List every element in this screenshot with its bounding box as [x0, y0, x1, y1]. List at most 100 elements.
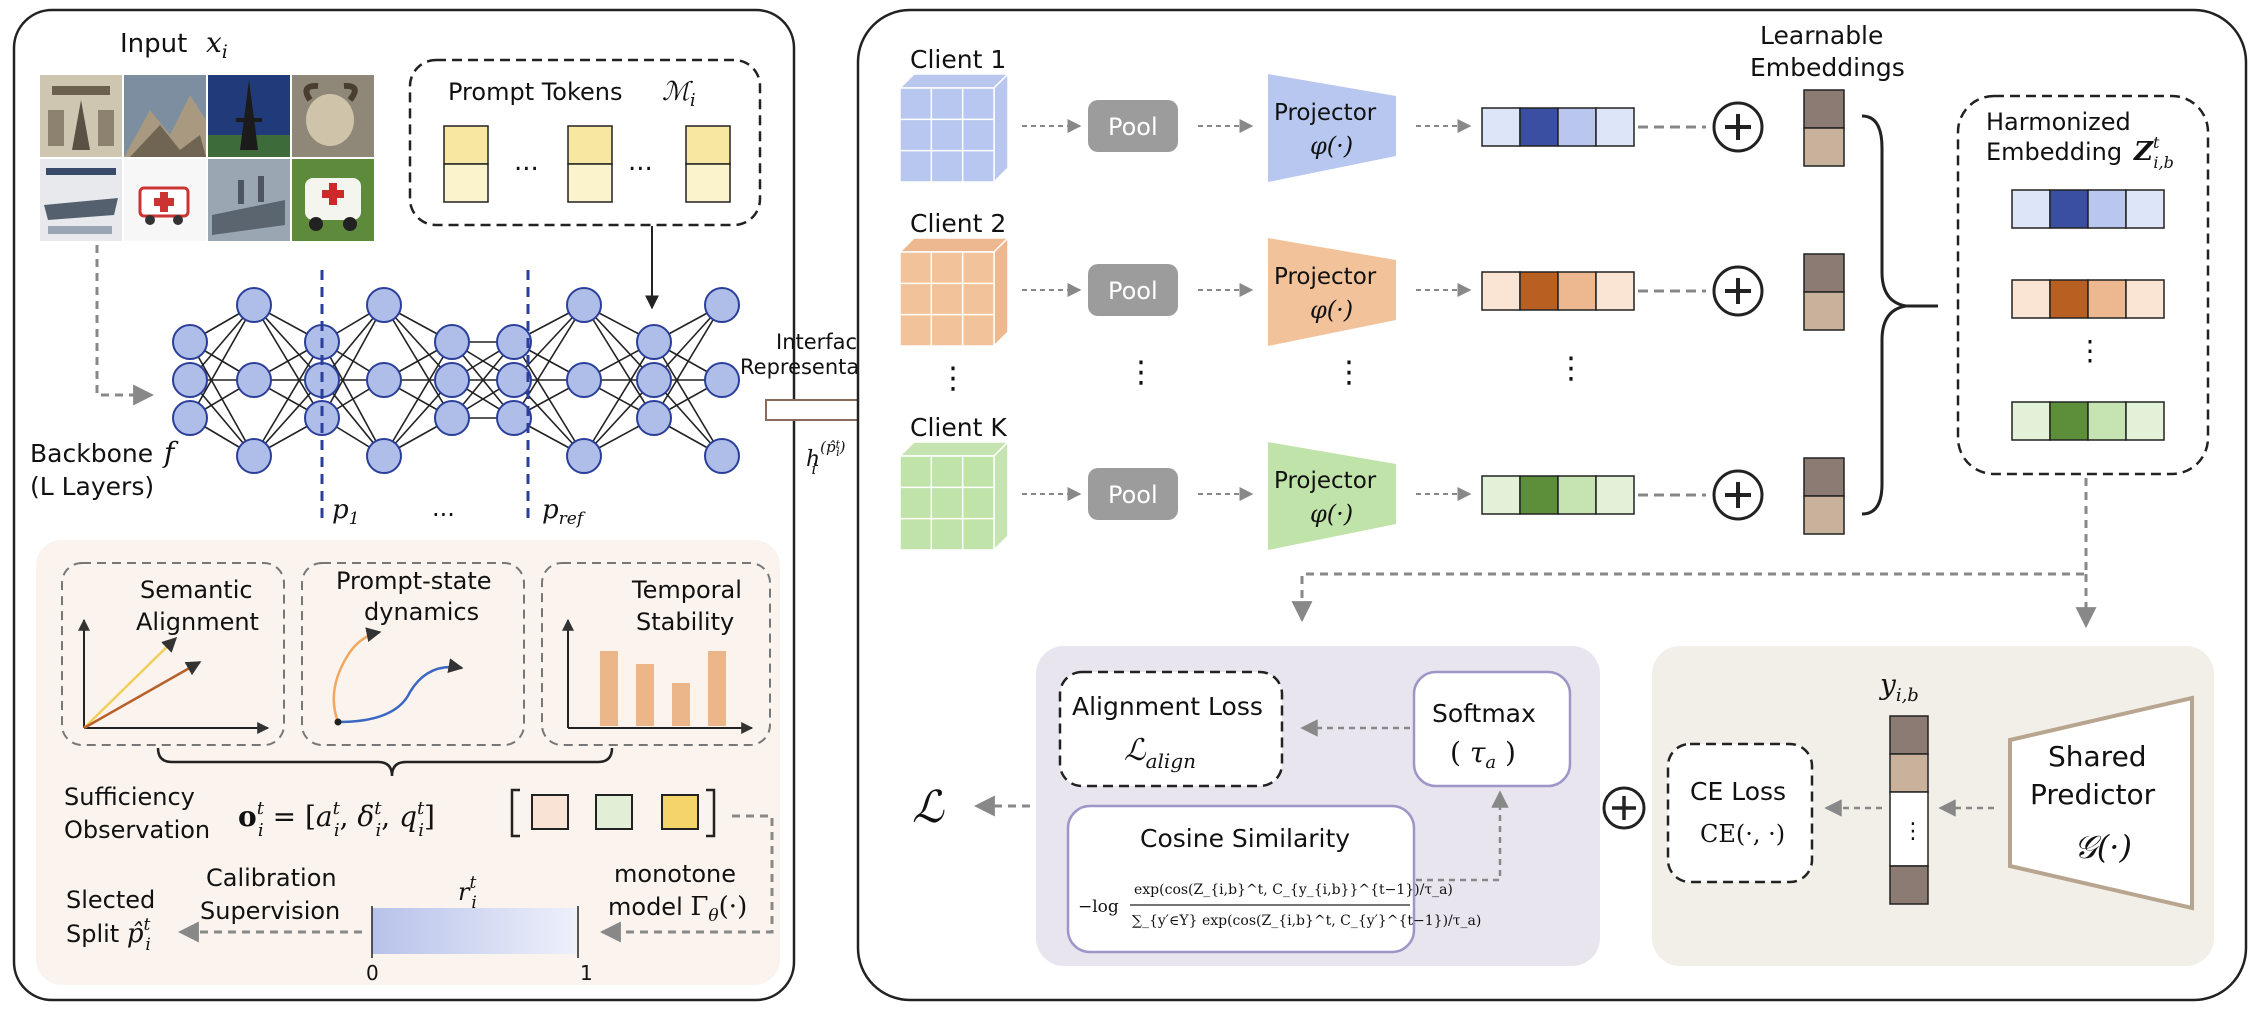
network-node — [636, 362, 672, 398]
projector-phi: φ(·) — [1310, 500, 1353, 528]
prompt-token-group: ... ... — [443, 125, 731, 203]
total-loss-symbol: ℒ — [912, 782, 945, 833]
learnable-embedding — [1803, 89, 1845, 167]
monotone-label: model Γθ(·) — [608, 892, 747, 926]
projector-label: Projector — [1274, 264, 1377, 290]
cosine-to-softmax-arrow — [1416, 790, 1509, 882]
split-dots: ... — [432, 494, 455, 522]
pool-label: Pool — [1108, 277, 1158, 305]
network-node — [434, 362, 470, 398]
prompt-state-title: dynamics — [364, 598, 479, 626]
vertical-dots: ⋮ — [1334, 355, 1364, 390]
network-node — [704, 438, 740, 474]
network-node — [304, 400, 340, 436]
client-feature-cube — [898, 72, 1010, 184]
prompt-state-icon — [332, 627, 464, 726]
vertical-dots: ⋮ — [1556, 351, 1586, 386]
temporal-bar — [672, 683, 690, 726]
cosine-label: Cosine Similarity — [1140, 824, 1350, 853]
plus-icon — [1712, 101, 1764, 153]
r-bar-min: 0 — [366, 961, 379, 985]
svg-text:Prompt Tokens: Prompt Tokens — [448, 78, 623, 106]
learnable-embedding — [1803, 253, 1845, 331]
prompt-token — [567, 125, 613, 203]
observation-vector — [510, 788, 716, 838]
plus-icon — [1602, 786, 1646, 830]
network-edge — [189, 304, 255, 419]
projected-feature-vector — [1481, 475, 1635, 515]
alignment-loss-label: Alignment Loss — [1072, 692, 1263, 721]
projector-block — [1268, 442, 1396, 550]
network-node — [366, 287, 402, 323]
ce-loss-symbol: CE(·, ·) — [1700, 820, 1785, 848]
sufficiency-brace — [156, 747, 614, 777]
softmax-box — [1412, 670, 1572, 788]
input-image — [124, 159, 206, 241]
projector-phi: φ(·) — [1310, 296, 1353, 324]
temporal-bar — [600, 651, 618, 726]
prompt-tokens-label: Prompt Tokens ℳi — [448, 77, 696, 111]
harmonized-vector — [2011, 189, 2165, 229]
pool-block — [1088, 468, 1178, 520]
input-image — [292, 159, 374, 241]
network-edge — [653, 304, 723, 419]
svg-text:Input: Input — [120, 29, 187, 59]
network-node — [704, 362, 740, 398]
r-bar-max: 1 — [580, 961, 593, 985]
input-image — [124, 75, 206, 157]
predictor-label: Predictor — [2030, 778, 2156, 811]
projector-label: Projector — [1274, 468, 1377, 494]
prediction-vector: ⋮ — [1889, 715, 1929, 905]
harmonized-vector — [2011, 401, 2165, 441]
network-edge — [513, 304, 585, 419]
network-node — [496, 362, 532, 398]
vertical-dots: ⋮ — [1902, 819, 1924, 844]
r-gradient-bar — [372, 908, 578, 954]
prompt-token-ellipsis: ... — [628, 147, 653, 177]
calibration-label: Calibration — [206, 864, 337, 892]
softmax-symbol: ( τa ) — [1450, 736, 1516, 773]
prompt-token — [443, 125, 489, 203]
projector-block — [1268, 238, 1396, 346]
temporal-bars — [600, 651, 726, 726]
cosine-numerator: exp(cos(Z_{i,b}^t, C_{y_{i,b}}^{t−1})/τ_… — [1134, 882, 1453, 898]
network-node — [636, 400, 672, 436]
network-edge — [321, 304, 385, 419]
slected-label: Slected — [66, 886, 155, 914]
prompt-token-ellipsis: ... — [514, 147, 539, 177]
client-feature-cube — [898, 440, 1010, 552]
predictor-label: Shared — [2048, 740, 2147, 773]
input-image — [208, 159, 290, 241]
prompt-state-box — [301, 562, 525, 746]
predictor-symbol: 𝒢(·) — [2074, 828, 2132, 866]
projected-feature-vector — [1481, 107, 1635, 147]
network-node — [566, 438, 602, 474]
learnable-label: Learnable — [1760, 21, 1883, 50]
network-node — [566, 362, 602, 398]
input-image — [208, 75, 290, 157]
vertical-dots: ⋮ — [1126, 355, 1156, 390]
network-node — [366, 438, 402, 474]
network-edge — [583, 341, 655, 457]
projector-block — [1268, 74, 1396, 182]
network-node — [236, 438, 272, 474]
harmonized-label: Embedding — [1986, 138, 2122, 166]
harmonized-label: Harmonized — [1986, 108, 2131, 136]
svg-text:(L Layers): (L Layers) — [30, 472, 154, 501]
input-image-grid — [40, 75, 374, 241]
ce-loss-label: CE Loss — [1690, 777, 1786, 806]
semantic-alignment-title: Semantic — [140, 576, 253, 604]
plus-icon — [1712, 469, 1764, 521]
network-node — [434, 324, 470, 360]
pool-label: Pool — [1108, 113, 1158, 141]
input-image — [40, 159, 122, 241]
